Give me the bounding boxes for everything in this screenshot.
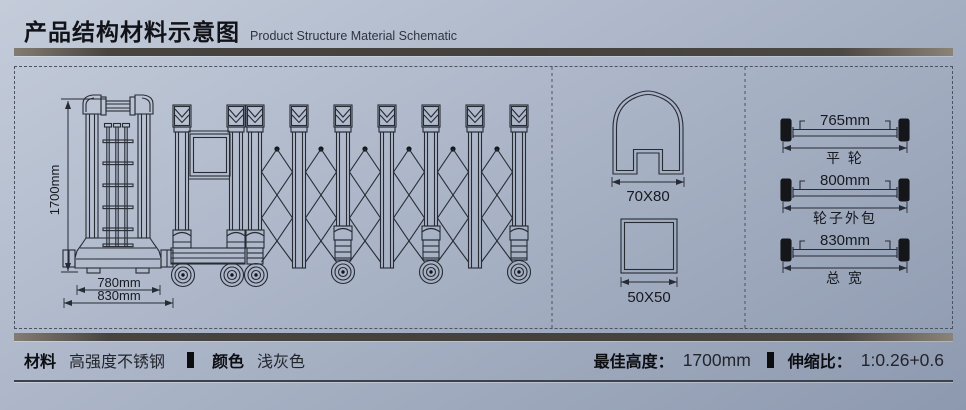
page-header: 产品结构材料示意图 Product Structure Material Sche… bbox=[24, 13, 457, 47]
rail-profile-dim: 70X80 bbox=[626, 188, 669, 205]
schematic-panel: 1700mm bbox=[14, 66, 953, 329]
profile-sections: 70X80 50X50 bbox=[611, 90, 685, 306]
side-inner-width-dim: 780mm bbox=[97, 275, 140, 290]
height-ratio-specs: 最佳高度： 1700mm 伸缩比： 1:0.26+0.6 bbox=[594, 348, 944, 372]
material-value: 高强度不锈钢 bbox=[69, 354, 166, 371]
separator-bar bbox=[187, 352, 195, 368]
material-label: 材料 bbox=[24, 354, 57, 371]
ratio-value: 1:0.26+0.6 bbox=[860, 349, 944, 370]
page-title: 产品结构材料示意图 bbox=[24, 19, 240, 45]
best-height-value: 1700mm bbox=[682, 349, 751, 370]
color-value: 浅灰色 bbox=[257, 354, 306, 371]
best-height-label: 最佳高度： bbox=[593, 354, 674, 371]
spec-footer: 材料 高强度不锈钢 颜色 浅灰色 最佳高度： 1700mm 伸缩比： 1:0.2… bbox=[24, 348, 944, 372]
footer-underline bbox=[14, 380, 953, 382]
ratio-label: 伸缩比： bbox=[787, 354, 852, 371]
header-divider-bar bbox=[14, 48, 953, 56]
gate-side-view: 1700mm bbox=[47, 94, 174, 308]
flat-wheel-dim: 765mm bbox=[820, 112, 870, 129]
material-color-specs: 材料 高强度不锈钢 颜色 浅灰色 bbox=[24, 348, 305, 372]
width-spec-flat-wheel: 765mm 平 轮 bbox=[780, 112, 910, 166]
wheel-cover-label: 轮子外包 bbox=[813, 210, 877, 226]
total-width-label: 总 宽 bbox=[826, 270, 864, 286]
wheel-cover-dim: 800mm bbox=[820, 172, 870, 189]
brace-profile-dim: 50X50 bbox=[627, 289, 670, 306]
gate-front-view bbox=[170, 104, 532, 288]
width-spec-total-width: 830mm 总 宽 bbox=[780, 232, 910, 286]
total-width-dim: 830mm bbox=[820, 232, 870, 249]
separator-bar bbox=[766, 352, 774, 368]
schematic-drawing: 1700mm bbox=[47, 67, 910, 328]
color-label: 颜色 bbox=[212, 354, 245, 371]
page-subtitle: Product Structure Material Schematic bbox=[250, 29, 458, 43]
side-outer-width-dim: 830mm bbox=[97, 288, 140, 303]
side-height-dim: 1700mm bbox=[47, 165, 62, 216]
width-spec-wheel-cover: 800mm 轮子外包 bbox=[780, 172, 910, 226]
footer-divider-bar bbox=[14, 333, 953, 341]
flat-wheel-label: 平 轮 bbox=[826, 150, 864, 166]
